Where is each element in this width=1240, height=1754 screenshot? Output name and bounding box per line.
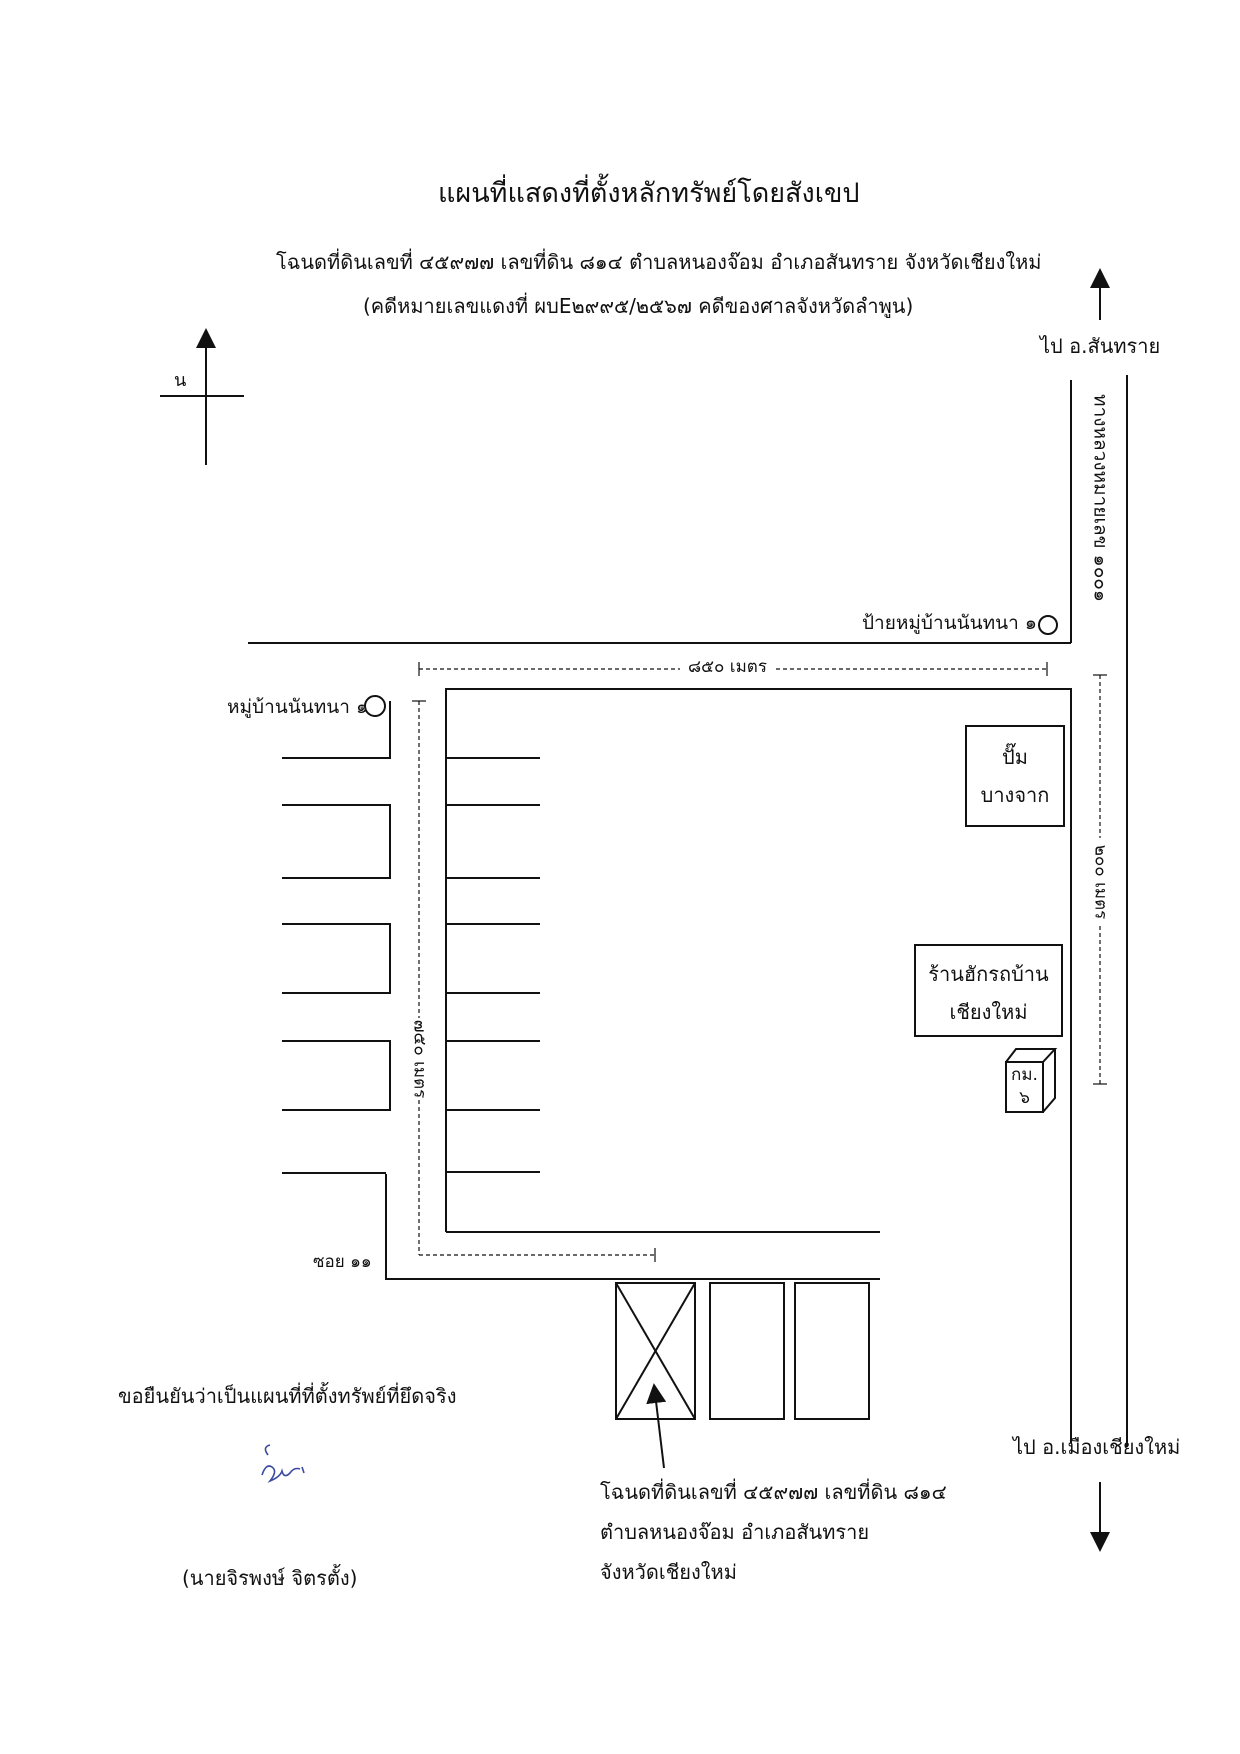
direction-south-label: ไป อ.เมืองเชียงใหม่ <box>1013 1435 1181 1459</box>
km-marker-label: กม. ๖ <box>1011 1065 1038 1108</box>
subject-parcel <box>615 1282 696 1420</box>
distance-top-label: ๘๕๐ เมตร <box>688 657 767 677</box>
distance-right-label: ๒๐๐ เมตร <box>1090 844 1111 920</box>
map-title: แผนที่แสดงที่ตั้งหลักทรัพย์โดยสังเขป <box>438 178 860 209</box>
parcel-caption-line1: โฉนดที่ดินเลขที่ ๔๕๙๗๗ เลขที่ดิน ๘๑๔ <box>600 1480 947 1504</box>
signature-mark <box>261 1444 305 1483</box>
parcel-pointer <box>646 1383 667 1469</box>
village-sign-marker <box>1038 615 1058 635</box>
car-shop-building <box>914 944 1063 1037</box>
car-shop-label: ร้านฮักรถบ้าน เชียงใหม่ <box>928 962 1049 1024</box>
soi-label: ซอย ๑๑ <box>313 1252 372 1272</box>
signer-name: (นายจิรพงษ์ จิตรตั้ง) <box>182 1566 358 1590</box>
certification-statement: ขอยืนยันว่าเป็นแผนที่ที่ตั้งทรัพย์ที่ยึด… <box>118 1384 457 1408</box>
soi-road-border <box>385 1174 880 1280</box>
gas-station-building <box>965 725 1065 827</box>
village-sign-label: ป้ายหมู่บ้านนันทนา ๑ <box>862 612 1037 634</box>
parcel-caption-line3: จังหวัดเชียงใหม่ <box>600 1560 737 1584</box>
adjacent-parcel-2 <box>794 1282 870 1420</box>
km-marker-post <box>1005 1048 1058 1113</box>
north-label: น <box>174 370 187 391</box>
parcel-caption-line2: ตำบลหนองจ๊อม อำเภอสันทราย <box>600 1520 870 1544</box>
highway-label: ทางหลวงหมายเลข ๑๐๐๑ <box>1089 394 1112 602</box>
village-marker <box>364 695 386 717</box>
case-subtitle: (คดีหมายเลขแดงที่ ผบE๒๙๙๕/๒๕๖๗ คดีของศาล… <box>363 294 914 318</box>
distance-left-label: ๗๕๐ เมตร <box>409 1019 430 1099</box>
village-label: หมู่บ้านนันทนา ๑ <box>227 696 369 718</box>
north-arrow-icon <box>160 328 244 465</box>
gas-station-label: ปั๊ม บางจาก <box>980 745 1050 807</box>
deed-subtitle: โฉนดที่ดินเลขที่ ๔๕๙๗๗ เลขที่ดิน ๘๑๔ ตำบ… <box>276 250 1042 274</box>
adjacent-parcel-1 <box>709 1282 785 1420</box>
direction-north-label: ไป อ.สันทราย <box>1040 334 1161 358</box>
